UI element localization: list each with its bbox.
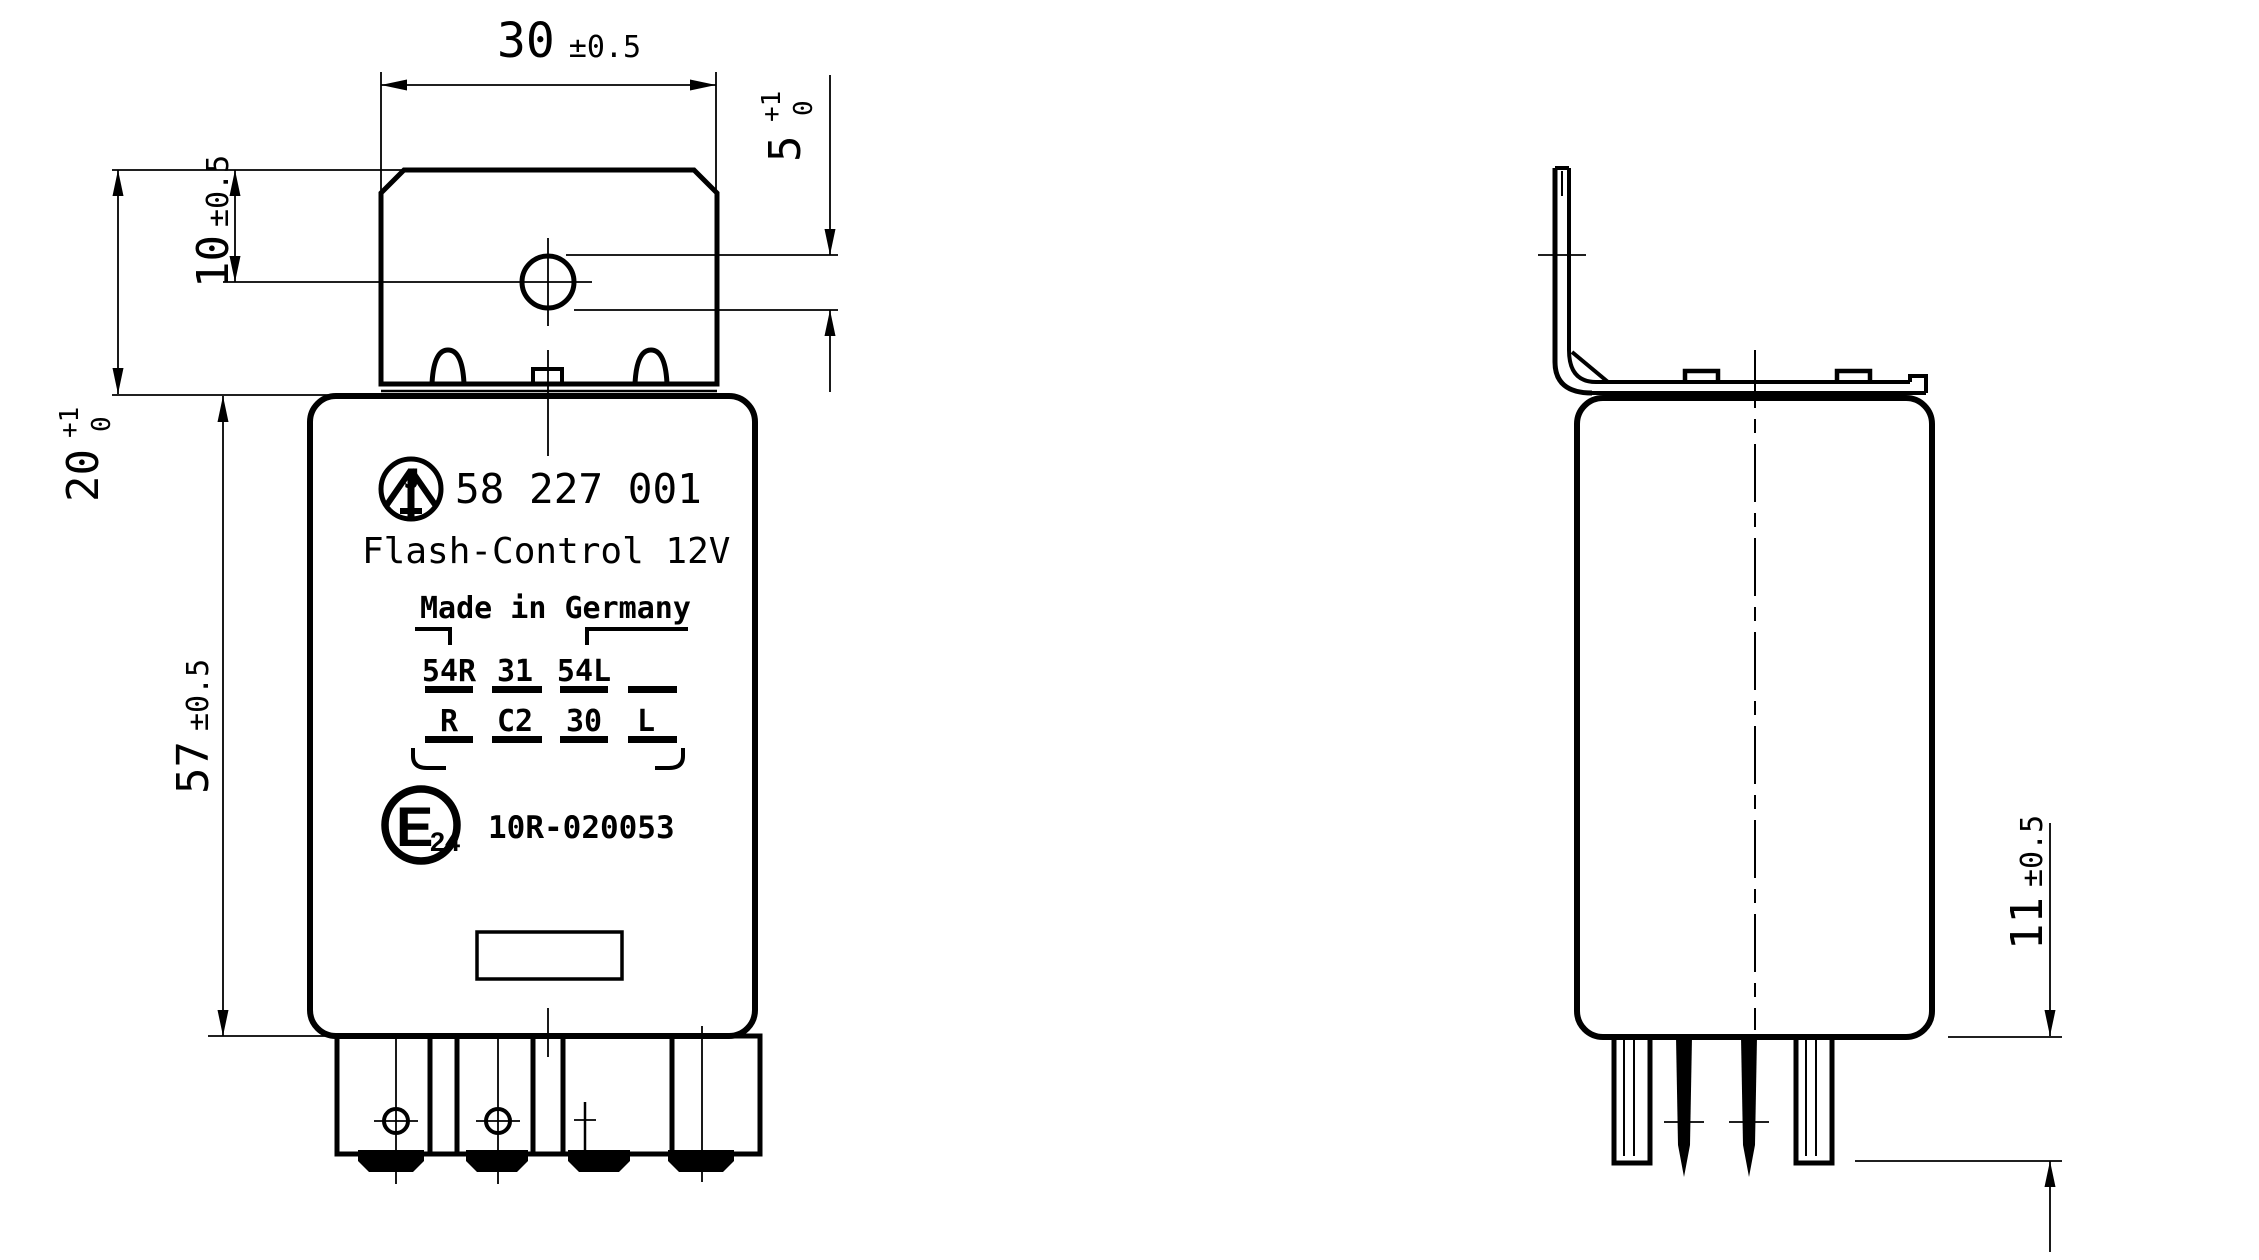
terminal-label-C2: C2 [497,704,533,739]
connector-block [334,1033,763,1157]
tolerance-plus: +1 [757,91,787,122]
bend-inner-arc [1567,349,1597,384]
dimension-bracket-width-30: 30±0.5 [380,13,717,192]
terminal-label-54L: 54L [557,654,611,689]
terminal-bar [425,686,473,693]
terminal-bar [560,736,608,743]
plate-end-lip [1908,374,1928,393]
dimension-text: 10±0.5 [188,155,239,288]
logo-arm-left [383,468,414,508]
terminal-bar [628,686,677,693]
dimension-text: 20 [58,449,109,502]
mounting-bracket-side [1538,166,1928,396]
tolerance-minus: 0 [789,100,819,116]
bracket-dimple-right [632,347,670,385]
e-mark-number: 24 [430,827,460,857]
blade-terminal-stub [358,1150,424,1172]
e24-approval-mark: E 24 [381,785,461,865]
logo-arm-right [408,468,439,508]
blank-label-plate [475,930,624,981]
dimension-text: 5 [760,136,811,163]
arrowhead [229,256,241,282]
product-name-text: Flash-Control 12V [362,531,730,572]
front-view: J 58 227 001 Flash-Control 12V Made in G… [55,13,838,1184]
logo-letter: J [404,464,420,495]
terminal-bar [628,736,677,743]
blade-terminal-stub [668,1150,734,1172]
arrowhead [2044,1010,2056,1036]
plate-tab [1834,368,1873,382]
approval-number-text: 10R-020053 [488,810,675,846]
terminal-bar [492,686,542,693]
arrowhead [824,310,836,336]
origin-text: Made in Germany [420,591,691,626]
bracket-outline [378,167,720,387]
arrowhead [2044,1161,2056,1187]
flat-blade-pin [1611,1034,1653,1166]
terminal-label-54R: 54R [422,654,477,689]
arrowhead [112,170,124,196]
relay-body-front: J 58 227 001 Flash-Control 12V Made in G… [307,393,758,1057]
arrowhead [824,229,836,255]
dimension-hole-offset-10: 10±0.5 [188,155,241,288]
dimension-text: 57±0.5 [168,659,219,794]
dimension-bracket-height-20: 20 +1 0 [55,169,402,502]
terminal-corner-top-right [585,627,688,645]
arrowhead [217,1010,229,1036]
tolerance-plus: +1 [55,407,85,438]
terminal-bar [492,736,542,743]
connector-front [334,1026,763,1184]
side-view: 11±0.5 [1538,166,2062,1252]
pins-side [1611,1034,1835,1177]
terminal-label-31: 31 [497,654,533,689]
terminal-bar [425,736,473,743]
blade-terminal-stub [466,1150,528,1172]
dimension-text: 30±0.5 [497,13,641,69]
arrowhead [690,79,716,91]
arrowhead [381,79,407,91]
terminal-corner-bottom-right [655,748,685,770]
dimension-pin-length-11: 11±0.5 [1855,815,2062,1252]
e-mark-circle [381,785,461,865]
flat-blade-pin [1793,1034,1835,1166]
bracket-dimple-left [429,347,467,385]
logo-circle [378,456,444,522]
terminal-label-L: L [637,704,655,739]
part-number-text: 58 227 001 [455,465,702,513]
arrowhead [112,368,124,394]
dimension-text: 11±0.5 [2002,815,2053,950]
round-pin [1741,1037,1757,1177]
terminal-bar [560,686,608,693]
bend-gusset [1570,350,1610,384]
dimension-hole-diameter-5: 5 +1 0 [757,75,836,392]
terminal-label-30: 30 [566,704,602,739]
manufacturer-logo-icon: J [378,456,444,522]
relay-body-side [1574,350,1935,1040]
arrowhead [229,170,241,196]
dimension-body-height-57: 57±0.5 [168,396,330,1037]
terminal-corner-bottom-left [411,748,446,770]
bend-outer-arc [1552,361,1593,396]
plate-tab [1682,368,1721,382]
arrowhead [217,396,229,422]
tolerance-minus: 0 [87,416,117,432]
e-mark-letter: E [396,795,433,858]
round-pin [1676,1037,1692,1177]
blade-terminal-stub [568,1150,630,1172]
terminal-label-R: R [440,704,459,739]
mounting-bracket-front [223,167,838,456]
terminal-corner-top-left [415,627,452,645]
terminal-diagram: 54R 31 54L R C2 30 L [411,627,688,770]
